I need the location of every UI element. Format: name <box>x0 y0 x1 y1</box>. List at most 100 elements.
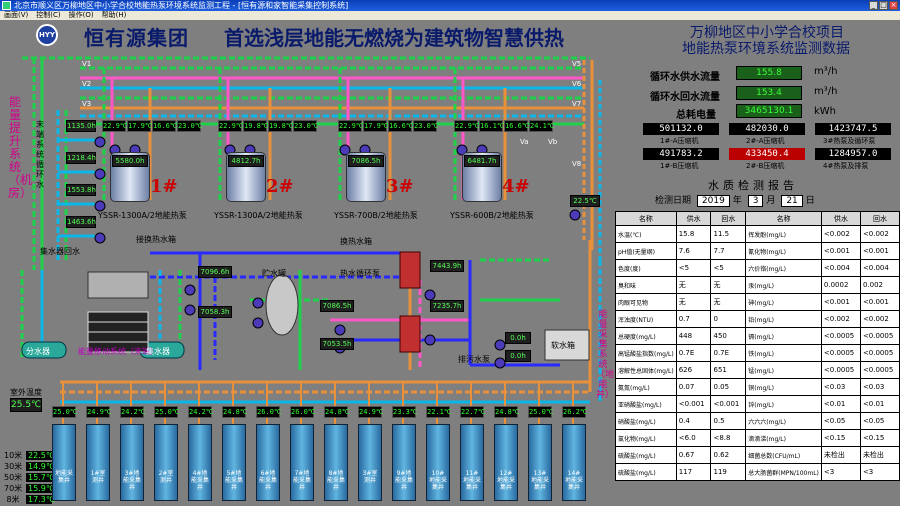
well-label: 13#地能采集井 <box>531 470 550 491</box>
supply-flow-label: 循环水供水流量 <box>650 72 720 83</box>
date-year[interactable]: 2019 <box>696 195 730 207</box>
table-cell: 0 <box>710 310 747 328</box>
date-day[interactable]: 21 <box>781 195 803 207</box>
water-report-title: 水质检测报告 <box>708 179 798 192</box>
table-cell: 氨氮(mg/L) <box>615 378 677 396</box>
ground-well[interactable] <box>86 424 110 501</box>
table-cell: <0.01 <box>820 395 861 413</box>
table-cell: 溶解性总固体(mg/L) <box>615 361 677 379</box>
mid-flow-7: 0.0h <box>505 332 531 344</box>
valve-v1: V1 <box>82 60 92 68</box>
well-label: 10#地能采集井 <box>429 470 448 491</box>
table-cell: 肉眼可见物 <box>615 293 677 311</box>
table-cell: <0.001 <box>859 242 900 260</box>
ground-well[interactable] <box>392 424 416 501</box>
compressor-2b-caption: 2#-B压缩机 <box>746 162 785 170</box>
heat-pump-model: YSSR-1300A/2地能热泵 <box>214 211 303 220</box>
table-cell: 砷(mg/L) <box>745 293 822 311</box>
heatpump-4-caption: 4#热泵及排泵 <box>823 162 869 170</box>
heat-pump-model: YSSR-1300A/2地能热泵 <box>98 211 187 220</box>
well-label: 3#室测井 <box>362 470 378 484</box>
ground-well[interactable] <box>358 424 382 501</box>
mid-flow-8: 0.0h <box>505 350 531 362</box>
ground-well[interactable] <box>528 424 552 501</box>
table-cell: <0.01 <box>859 395 900 413</box>
mid-flow-3: 7086.5h <box>320 300 354 312</box>
table-cell: <0.0005 <box>820 361 861 379</box>
table-cell: 无 <box>710 276 747 294</box>
table-cell: <0.0005 <box>820 344 861 362</box>
ground-well[interactable] <box>52 424 76 501</box>
table-cell: 0.5 <box>710 412 747 430</box>
compressor-1b-caption: 1#-B压缩机 <box>660 162 699 170</box>
outdoor-temp-value: 25.5℃ <box>10 398 42 412</box>
project-title: 万柳地区中小学合校项目 <box>690 25 844 41</box>
pipe-network <box>20 56 602 425</box>
table-cell: 未检出 <box>820 446 861 464</box>
table-cell: <0.002 <box>820 310 861 328</box>
heatpump-3-value: 1423747.5 <box>815 123 891 135</box>
menu-control[interactable]: 控制(C) <box>36 11 61 19</box>
ground-well[interactable] <box>562 424 586 501</box>
ground-well[interactable] <box>154 424 178 501</box>
heat-pump-number: 4# <box>502 176 530 197</box>
ground-well[interactable] <box>222 424 246 501</box>
valve-v3: V3 <box>82 100 92 108</box>
supply-flow-unit: m³/h <box>814 66 838 77</box>
table-cell: 626 <box>675 361 712 379</box>
menu-operate[interactable]: 操作(O) <box>68 11 94 19</box>
ground-well[interactable] <box>494 424 518 501</box>
well-temp: 23.3℃ <box>392 406 418 418</box>
well-temp: 24.8℃ <box>494 406 520 418</box>
left-gauge-4: 1463.6h <box>66 216 96 228</box>
table-cell: 0.67 <box>675 446 712 464</box>
date-month[interactable]: 3 <box>747 195 764 207</box>
hot-water-pump-label: 热水循环泵 <box>340 269 380 278</box>
compressor-2a-value: 482030.0 <box>729 123 805 135</box>
table-cell: <0.0005 <box>859 344 900 362</box>
mid-flow-4: 7443.9h <box>430 260 464 272</box>
collector-return-label: 集水器回水 <box>40 247 80 256</box>
table-cell: <0.002 <box>820 225 861 243</box>
col-header: 回水 <box>710 211 747 226</box>
heat-pump-temp: 23.0℃ <box>177 120 203 132</box>
table-cell: pH值(无量纲) <box>615 242 677 260</box>
table-cell: 11.5 <box>710 225 747 243</box>
table-cell: 0.7E <box>710 344 747 362</box>
ground-well[interactable] <box>256 424 280 501</box>
table-cell: 0.002 <box>859 276 900 294</box>
ground-well[interactable] <box>460 424 484 501</box>
col-header: 回水 <box>859 211 900 226</box>
power-label: 总耗电量 <box>676 110 716 121</box>
valve-va: Va <box>520 138 529 146</box>
maximize-button[interactable]: □ <box>879 1 888 10</box>
ground-well[interactable] <box>426 424 450 501</box>
well-temp: 22.1℃ <box>426 406 452 418</box>
menu-view[interactable]: 画面(V) <box>4 11 29 19</box>
table-cell: <0.0005 <box>820 327 861 345</box>
energy-collect-label: 能量采集系统（地能井） <box>596 310 615 400</box>
well-temp: 24.8℃ <box>222 406 248 418</box>
table-cell: <0.15 <box>859 429 900 447</box>
valve-v5: V5 <box>572 60 582 68</box>
ground-well[interactable] <box>290 424 314 501</box>
table-cell: 7.7 <box>710 242 747 260</box>
compressor-2b-value: 433450.4 <box>729 148 805 160</box>
menu-help[interactable]: 帮助(H) <box>101 11 127 19</box>
ground-well[interactable] <box>324 424 348 501</box>
minimize-button[interactable]: _ <box>869 1 878 10</box>
table-cell: 未检出 <box>859 446 900 464</box>
table-cell: 铜(mg/L) <box>745 378 822 396</box>
table-cell: 15.8 <box>675 225 712 243</box>
soft-water-label: 软水箱 <box>551 341 575 350</box>
ground-well[interactable] <box>120 424 144 501</box>
company-name: 恒有源集团 <box>84 26 189 50</box>
app-icon <box>2 1 11 10</box>
close-button[interactable]: × <box>889 1 898 10</box>
ground-well[interactable] <box>188 424 212 501</box>
valve-v8: V8 <box>572 160 582 168</box>
